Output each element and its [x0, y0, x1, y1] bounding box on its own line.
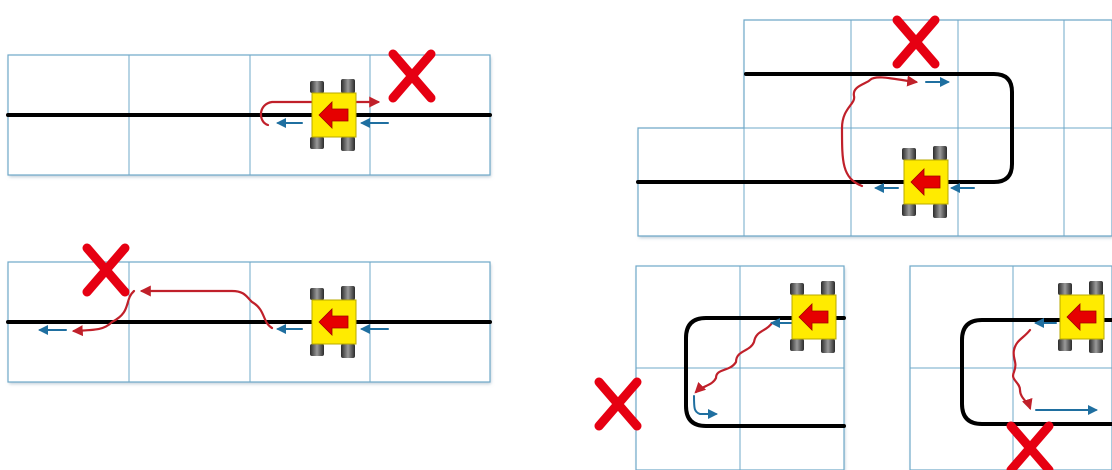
red-path-arrow — [259, 96, 381, 127]
panel-straight-cross-gap — [6, 248, 492, 383]
red-path-arrow — [71, 289, 136, 337]
black-track-line — [684, 316, 846, 428]
blue-sensor-arrow — [693, 395, 718, 419]
red-path-arrow — [694, 321, 774, 394]
x-mark-icon — [599, 382, 637, 426]
red-path-arrow — [840, 75, 919, 188]
red-path-arrow — [139, 285, 274, 330]
panel-loop-diagonal-left — [599, 265, 846, 470]
panel-loop-diagonal-bottom — [909, 265, 1112, 470]
red-path-arrow — [1012, 328, 1033, 411]
black-track-line — [960, 318, 1112, 426]
panel-straight-overshoot — [6, 54, 492, 176]
panel-loop-jump-upper — [636, 20, 1112, 237]
black-track-line — [636, 72, 1014, 184]
